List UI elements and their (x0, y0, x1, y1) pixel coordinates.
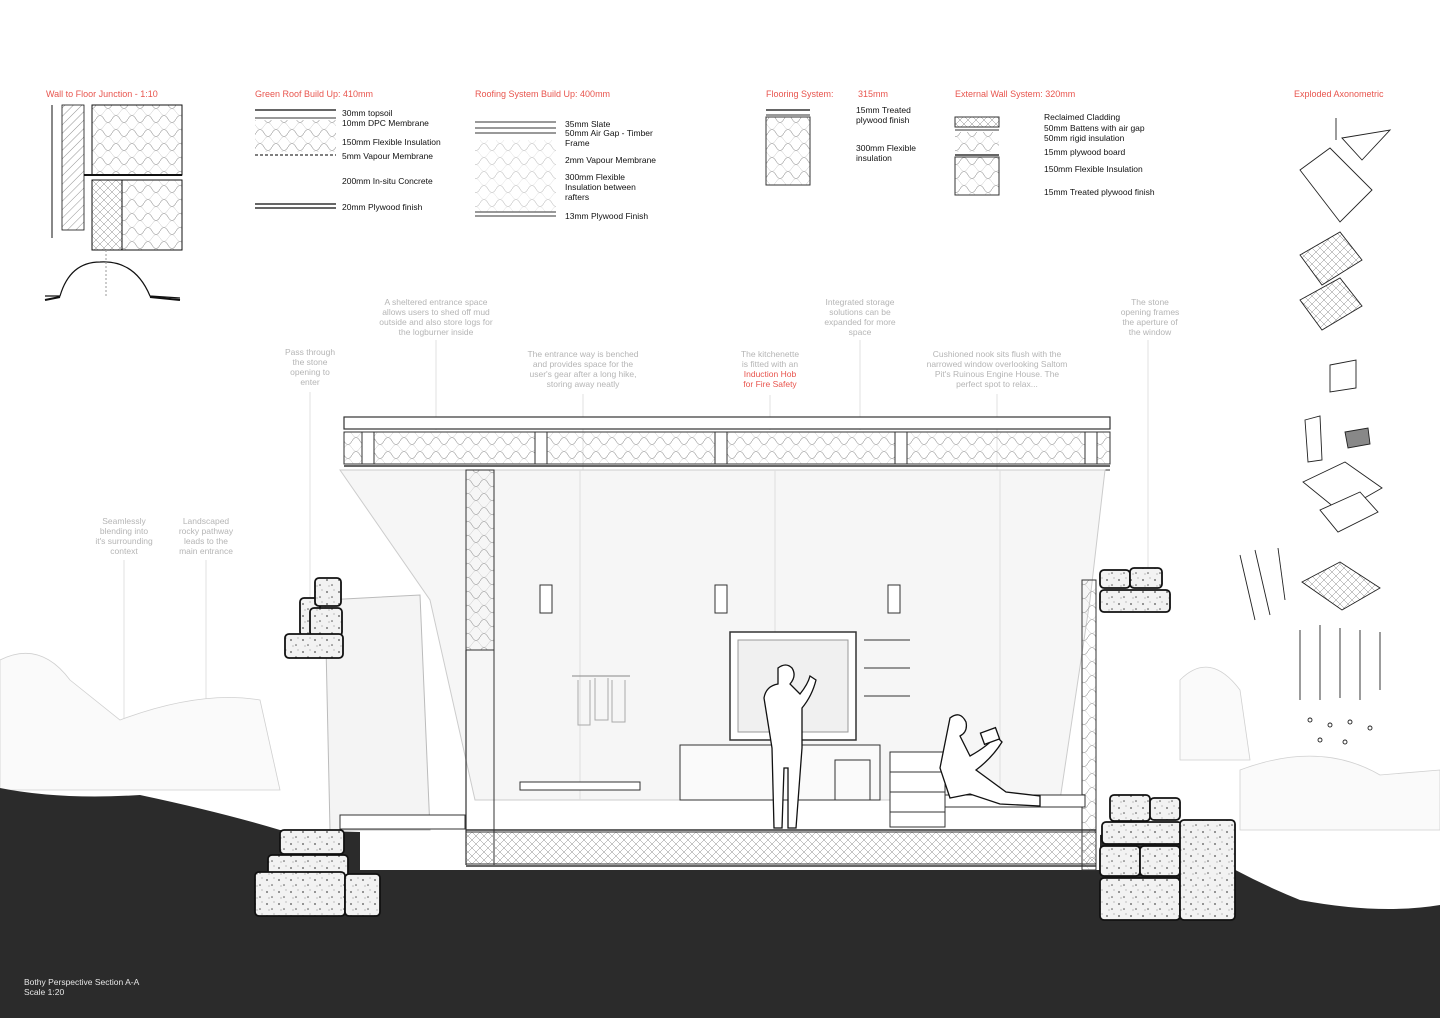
spec-line: rafters (565, 192, 590, 202)
spec-line: 15mm Treated (856, 105, 911, 115)
spec-line: 200mm In-situ Concrete (342, 176, 433, 186)
ground-mass (0, 788, 1440, 1018)
spec-line: plywood finish (856, 115, 910, 125)
background-landscape (0, 653, 1440, 831)
spec-line: 150mm Flexible Insulation (342, 137, 441, 147)
spec-line: 10mm DPC Membrane (342, 118, 429, 128)
green-roof-layers-diagram (255, 109, 336, 209)
flooring-layers-diagram (765, 109, 811, 186)
spec-line: 50mm Air Gap - Timber (565, 128, 653, 138)
exploded-axonometric (1239, 118, 1392, 745)
heading-flooring: Flooring System: (766, 89, 834, 99)
wall-floor-junction-detail (44, 104, 183, 301)
spec-line: 300mm Flexible (565, 172, 625, 182)
external-wall-layers-diagram (954, 116, 1000, 196)
spec-line: 300mm Flexible (856, 143, 916, 153)
annotation-pass-through: Pass through the stone opening to enter (284, 347, 336, 387)
annotation-landscaped: Landscaped rocky pathway leads to the ma… (178, 516, 234, 556)
spec-line: 20mm Plywood finish (342, 202, 423, 212)
heading-green-roof: Green Roof Build Up: 410mm (255, 89, 374, 99)
spec-line: 15mm Treated plywood finish (1044, 187, 1155, 197)
spec-line: Frame (565, 138, 590, 148)
spec-line: 15mm plywood board (1044, 147, 1126, 157)
stone-walls (254, 567, 1236, 921)
annotation-storage: Integrated storage solutions can be expa… (824, 297, 896, 337)
spec-line: 30mm topsoil (342, 108, 393, 118)
spec-line: 13mm Plywood Finish (565, 211, 649, 221)
roofing-layers-diagram (475, 121, 556, 217)
annotation-kitchenette: The kitchenette is fitted with an Induct… (740, 349, 800, 389)
spec-line: 5mm Vapour Membrane (342, 151, 434, 161)
bothy-section (324, 416, 1111, 871)
human-figures (763, 664, 1041, 829)
annotation-nook: Cushioned nook sits flush with the narro… (926, 349, 1068, 389)
caption-scale: Scale 1:20 (24, 987, 65, 997)
spec-line: Insulation between (565, 182, 636, 192)
heading-flooring-depth: 315mm (858, 89, 889, 99)
heading-exploded: Exploded Axonometric (1294, 89, 1384, 99)
annotation-bench: The entrance way is benched and provides… (527, 349, 639, 389)
heading-wall-floor: Wall to Floor Junction - 1:10 (46, 89, 158, 99)
spec-line: insulation (856, 153, 892, 163)
spec-line: 50mm rigid insulation (1044, 133, 1125, 143)
spec-line: 2mm Vapour Membrane (565, 155, 657, 165)
annotation-blending: Seamlessly blending into it's surroundin… (95, 516, 153, 556)
heading-roofing: Roofing System Build Up: 400mm (475, 89, 611, 99)
annotation-stone-frames: The stone opening frames the aperture of… (1120, 297, 1180, 337)
spec-line: 50mm Battens with air gap (1044, 123, 1145, 133)
caption-title: Bothy Perspective Section A-A (24, 977, 140, 987)
spec-line: 150mm Flexible Insulation (1044, 164, 1143, 174)
annotation-entrance-space: A sheltered entrance space allows users … (379, 297, 493, 337)
drawing-caption: Bothy Perspective Section A-A Scale 1:20 (24, 977, 139, 997)
heading-external-wall: External Wall System: 320mm (955, 89, 1076, 99)
spec-line: 35mm Slate (565, 119, 611, 129)
spec-line: Reclaimed Cladding (1044, 112, 1121, 122)
